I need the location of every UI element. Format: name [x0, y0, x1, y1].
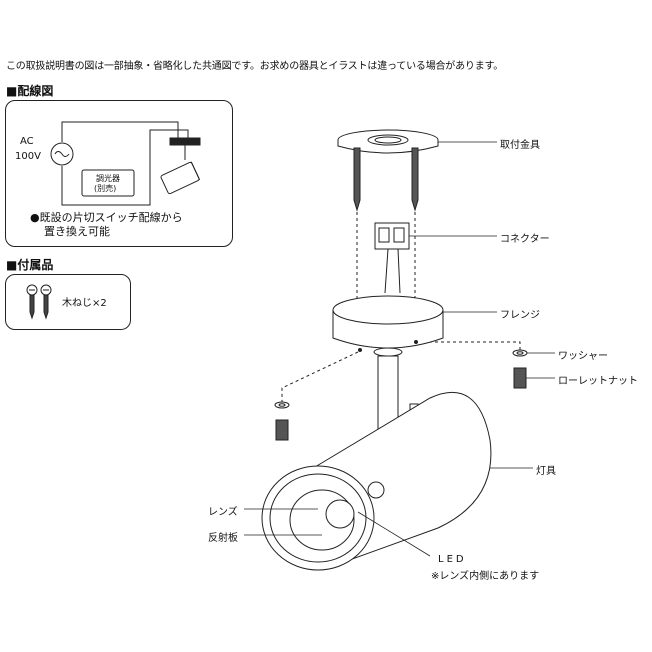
ac-source-symbol	[50, 142, 74, 166]
dimmer-box	[81, 169, 135, 197]
dimmer-note: (別売)	[94, 184, 117, 193]
wood-screw-icons	[26, 284, 52, 320]
mounting-bracket	[337, 129, 439, 154]
fixture-body	[261, 391, 492, 571]
label-mounting-bracket: 取付金具	[500, 140, 540, 151]
washer-right	[512, 349, 528, 357]
wiring-spot-fixture	[160, 161, 201, 195]
wiring-note-line2: 置き換え可能	[44, 225, 110, 238]
bracket-screw-left	[353, 147, 361, 212]
exploded-fixture	[261, 129, 528, 571]
accessory-item-label: 木ねじ×2	[62, 298, 107, 309]
label-led: LED	[438, 554, 467, 565]
wiring-title: ■配線図	[6, 84, 54, 98]
voltage-label: 100V	[15, 151, 41, 162]
dimmer-label: 調光器	[96, 174, 120, 183]
wiring-ceiling-plate	[169, 137, 201, 146]
label-washer: ワッシャー	[558, 351, 608, 362]
label-reflector: 反射板	[208, 533, 238, 544]
header-note: この取扱説明書の図は一部抽象・省略化した共通図です。お求めの器具とイラストは違っ…	[6, 61, 504, 72]
label-fixture: 灯具	[536, 466, 556, 477]
accessories-title: ■付属品	[6, 258, 54, 272]
wiring-note-line1: ●既設の片切スイッチ配線から	[30, 211, 183, 224]
knurled-nut-right	[513, 367, 527, 389]
leader-lines	[244, 141, 555, 557]
label-knurled-nut: ローレットナット	[558, 376, 638, 387]
flange	[332, 295, 444, 352]
washer-left	[274, 401, 290, 409]
accessories-box	[5, 274, 131, 330]
bracket-screw-right	[411, 147, 419, 212]
knurled-nut-left	[275, 419, 289, 441]
ac-label: AC	[20, 136, 34, 147]
connector	[374, 222, 410, 294]
label-led-note: ※レンズ内側にあります	[431, 571, 540, 582]
wiring-diagram	[50, 121, 201, 206]
label-connector: コネクター	[500, 234, 550, 245]
label-flange: フレンジ	[500, 310, 540, 321]
label-lens: レンズ	[208, 507, 238, 518]
guide-lines	[281, 212, 521, 402]
